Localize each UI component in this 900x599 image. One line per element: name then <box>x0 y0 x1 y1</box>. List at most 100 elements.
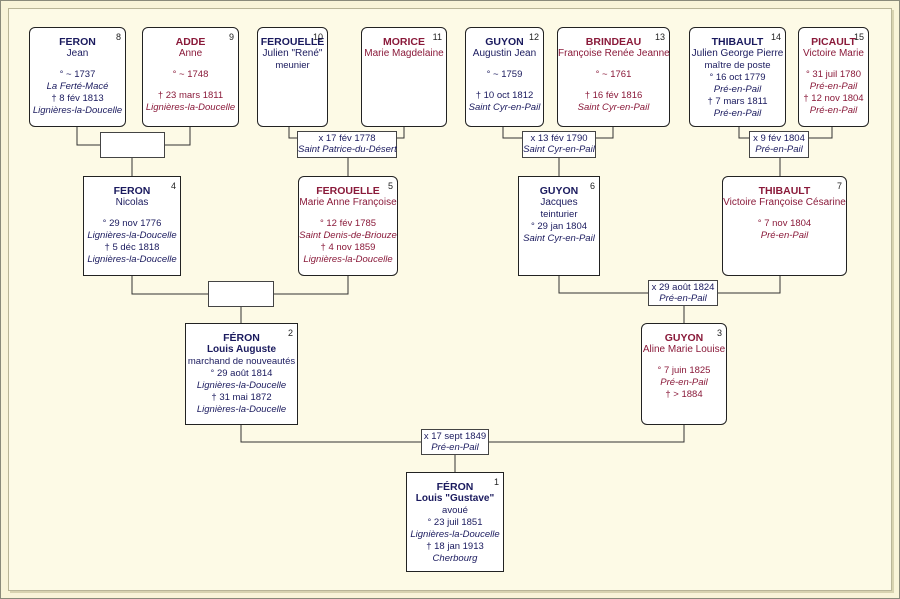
marriage-2-3[interactable]: x 17 sept 1849 Pré-en-Pail <box>421 429 489 455</box>
death: † 18 jan 1913 <box>426 541 484 552</box>
given-name: Jacques <box>540 197 578 208</box>
given-name: Nicolas <box>115 197 149 208</box>
person-9[interactable]: 9 ADDE Anne ° ~ 1748 † 23 mars 1811 Lign… <box>142 27 239 127</box>
person-5[interactable]: 5 FEROUELLE Marie Anne Françoise ° 12 fé… <box>298 176 398 276</box>
birth: ° 29 août 1814 <box>210 368 273 379</box>
person-2[interactable]: 2 FÉRON Louis Auguste marchand de nouvea… <box>185 323 298 425</box>
surname: FERON <box>113 185 151 197</box>
marriage-date: x 29 août 1824 <box>651 282 715 293</box>
marriage-8-9[interactable] <box>100 132 165 158</box>
birth-place: La Ferté-Macé <box>46 81 109 92</box>
death-place: Saint Cyr-en-Pail <box>468 102 541 113</box>
death-place: Lignières-la-Doucelle <box>196 404 287 415</box>
occupation: teinturier <box>540 209 578 220</box>
surname: FÉRON <box>436 481 474 493</box>
marriage-date: x 9 fév 1804 <box>753 133 805 144</box>
person-7[interactable]: 7 THIBAULT Victoire Françoise Césarine °… <box>722 176 847 276</box>
death-place: Pré-en-Pail <box>809 105 858 116</box>
surname: ADDE <box>175 36 206 48</box>
link-6-7 <box>558 276 781 294</box>
death-place: Saint Cyr-en-Pail <box>577 102 650 113</box>
given-name: Louis "Gustave" <box>415 493 495 504</box>
occupation: maître de poste <box>704 60 771 71</box>
link-10-11 <box>288 127 405 139</box>
surname: FERON <box>59 36 96 48</box>
marriage-14-15[interactable]: x 9 fév 1804 Pré-en-Pail <box>749 131 809 158</box>
death-place: Lignières-la-Doucelle <box>303 254 393 265</box>
surname: THIBAULT <box>758 185 811 197</box>
person-8[interactable]: 8 FERON Jean ° ~ 1737 La Ferté-Macé † 8 … <box>29 27 126 127</box>
death: † 23 mars 1811 <box>157 90 224 101</box>
person-6[interactable]: 6 GUYON Jacques teinturier ° 29 jan 1804… <box>518 176 600 276</box>
person-11[interactable]: 11 MORICE Marie Magdelaine <box>361 27 447 127</box>
death: † 7 mars 1811 <box>707 96 768 107</box>
death-place: Lignières-la-Doucelle <box>145 102 236 113</box>
death: † 16 fév 1816 <box>584 90 643 101</box>
given-name: Augustin Jean <box>472 48 537 59</box>
marriage-6-7[interactable]: x 29 août 1824 Pré-en-Pail <box>648 280 718 306</box>
link-8-9 <box>76 127 191 146</box>
marriage-date: x 13 fév 1790 <box>530 133 588 144</box>
birth: ° 12 fév 1785 <box>319 218 377 229</box>
marriage-place: Pré-en-Pail <box>431 442 479 453</box>
marriage-place: Saint Cyr-en-Pail <box>523 144 595 155</box>
birth: ° ~ 1737 <box>59 69 96 80</box>
occupation: marchand de nouveautés <box>187 356 296 367</box>
surname: GUYON <box>485 36 524 48</box>
person-4[interactable]: 4 FERON Nicolas ° 29 nov 1776 Lignières-… <box>83 176 181 276</box>
death-place: Lignières-la-Doucelle <box>32 105 123 116</box>
person-14[interactable]: 14 THIBAULT Julien George Pierre maître … <box>689 27 786 127</box>
surname: BRINDEAU <box>585 36 642 48</box>
person-3[interactable]: 3 GUYON Aline Marie Louise ° 7 juin 1825… <box>641 323 727 425</box>
given-name: Marie Anne Françoise <box>299 197 397 208</box>
birth-place: Pré-en-Pail <box>713 84 762 95</box>
birth-place: Pré-en-Pail <box>809 81 858 92</box>
link-4-5 <box>131 276 349 295</box>
birth: ° 7 juin 1825 <box>657 365 711 376</box>
birth-place: Lignières-la-Doucelle <box>196 380 287 391</box>
surname: GUYON <box>539 185 579 197</box>
link-14-15 <box>738 127 833 139</box>
given-name: Anne <box>178 48 203 59</box>
person-1[interactable]: 1 FÉRON Louis "Gustave" avoué ° 23 juil … <box>406 472 504 572</box>
given-name: Françoise Renée Jeanne <box>558 48 670 59</box>
link-12-13 <box>502 127 614 139</box>
birth-place: Pré-en-Pail <box>760 230 809 241</box>
marriage-4-5[interactable] <box>208 281 274 307</box>
birth-place: Pré-en-Pail <box>660 377 708 388</box>
given-name: Julien "René" <box>262 48 323 59</box>
surname: MORICE <box>383 36 425 48</box>
surname: PICAULT <box>811 36 856 48</box>
marriage-12-13[interactable]: x 13 fév 1790 Saint Cyr-en-Pail <box>522 131 596 158</box>
link-2-3 <box>240 425 685 443</box>
death: † 5 déc 1818 <box>104 242 160 253</box>
given-name: Louis Auguste <box>206 344 277 355</box>
marriage-10-11[interactable]: x 17 fév 1778 Saint Patrice-du-Désert <box>297 131 397 158</box>
person-15[interactable]: 15 PICAULT Victoire Marie ° 31 juil 1780… <box>798 27 869 127</box>
death: † 31 mai 1872 <box>211 392 272 403</box>
surname: GUYON <box>664 332 704 344</box>
birth: ° 7 nov 1804 <box>757 218 812 229</box>
birth: ° ~ 1759 <box>486 69 523 80</box>
birth-place: Saint Cyr-en-Pail <box>523 233 595 244</box>
person-13[interactable]: 13 BRINDEAU Françoise Renée Jeanne ° ~ 1… <box>557 27 670 127</box>
person-12[interactable]: 12 GUYON Augustin Jean ° ~ 1759 † 10 oct… <box>465 27 544 127</box>
surname: FEROUELLE <box>260 36 325 48</box>
marriage-date: x 17 fév 1778 <box>318 133 376 144</box>
occupation: meunier <box>275 60 310 71</box>
occupation: avoué <box>442 505 468 516</box>
death-place: Lignières-la-Doucelle <box>87 254 177 265</box>
given-name: Marie Magdelaine <box>364 48 444 59</box>
death: † 12 nov 1804 <box>803 93 864 104</box>
surname: THIBAULT <box>711 36 764 48</box>
birth: ° 29 nov 1776 <box>102 218 162 229</box>
birth: ° ~ 1748 <box>172 69 209 80</box>
person-10[interactable]: 10 FEROUELLE Julien "René" meunier <box>257 27 328 127</box>
death: † 4 nov 1859 <box>320 242 376 253</box>
marriage-place: Pré-en-Pail <box>755 144 803 155</box>
given-name: Aline Marie Louise <box>642 344 726 355</box>
birth-place: Lignières-la-Doucelle <box>410 529 500 540</box>
death-place: Pré-en-Pail <box>713 108 762 119</box>
birth: ° 31 juil 1780 <box>805 69 862 80</box>
